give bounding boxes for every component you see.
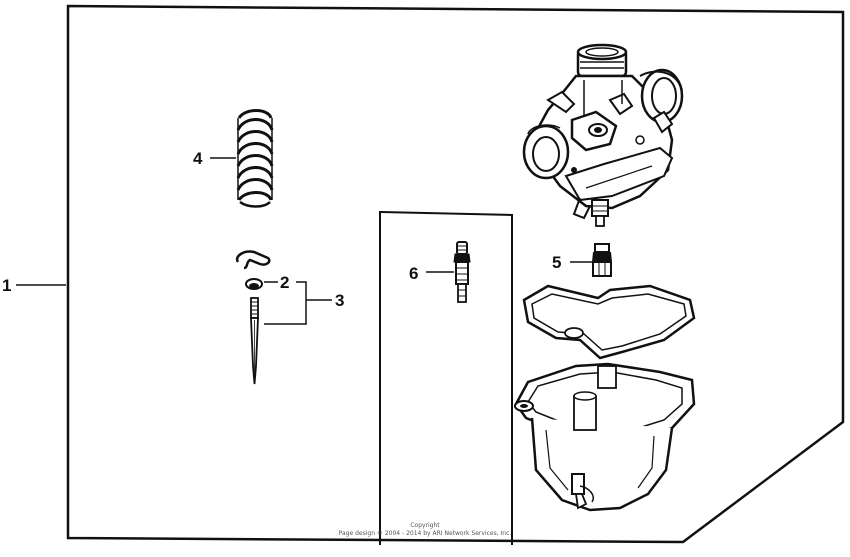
callout-3[interactable]: 3	[335, 291, 344, 310]
float-bowl-gasket[interactable]	[522, 284, 696, 360]
kit-boundary-frame	[66, 4, 845, 544]
jet-needle[interactable]	[250, 297, 259, 385]
copyright-line-2: Page design © 2004 - 2014 by ARI Network…	[339, 530, 512, 537]
float-bowl[interactable]	[514, 362, 696, 512]
callout-6[interactable]: 6	[409, 264, 418, 283]
callout-1[interactable]: 1	[2, 276, 11, 295]
leader-bracket-3	[264, 281, 307, 325]
needle-collar-part-2[interactable]	[245, 278, 263, 290]
needle-clip[interactable]	[235, 250, 271, 270]
callout-5[interactable]: 5	[552, 253, 561, 272]
callout-2[interactable]: 2	[280, 273, 289, 292]
jet-part-6[interactable]	[453, 241, 471, 303]
carburetor-body[interactable]	[522, 43, 684, 227]
callout-4[interactable]: 4	[193, 149, 203, 168]
copyright-line-1: Copyright	[410, 522, 440, 529]
subgroup-box-6	[379, 210, 513, 545]
main-jet-part-5[interactable]	[592, 243, 612, 277]
spring-part-4[interactable]	[236, 109, 274, 208]
